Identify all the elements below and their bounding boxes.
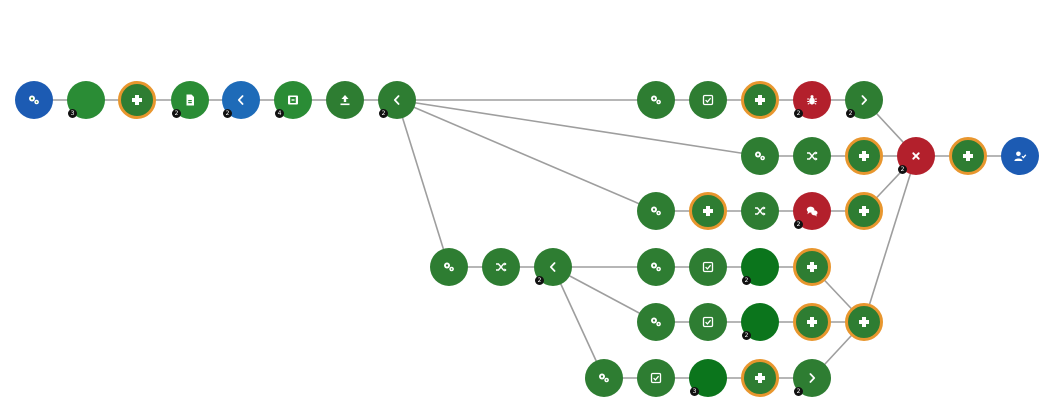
node-n31-puzzle[interactable] — [793, 248, 831, 286]
node-n14-gears[interactable] — [741, 137, 779, 175]
chat-icon — [806, 206, 818, 217]
node-n40-puzzle[interactable] — [741, 359, 779, 397]
puzzle-icon — [963, 151, 973, 161]
chevron-left-icon — [237, 95, 244, 105]
node-n06-film[interactable] — [274, 81, 312, 119]
gears-icon — [651, 262, 661, 272]
node-n17-close[interactable] — [897, 137, 935, 175]
node-n12-bug[interactable] — [793, 81, 831, 119]
node-n39-blank[interactable] — [689, 359, 727, 397]
node-n09-gears[interactable] — [637, 81, 675, 119]
node-n23-chat[interactable] — [793, 192, 831, 230]
edge-n08-n25 — [396, 99, 450, 268]
puzzle-icon — [755, 373, 765, 383]
upload-icon — [340, 95, 350, 106]
document-icon — [186, 94, 194, 106]
node-n24-puzzle[interactable] — [845, 192, 883, 230]
node-n21-puzzle[interactable] — [689, 192, 727, 230]
puzzle-icon — [859, 151, 869, 161]
gears-icon — [444, 262, 454, 272]
chevron-left-icon — [549, 262, 556, 272]
node-n34-blank[interactable] — [741, 303, 779, 341]
chevron-left-icon — [393, 95, 400, 105]
node-n28-gears[interactable] — [637, 248, 675, 286]
node-n16-puzzle[interactable] — [845, 137, 883, 175]
chevron-right-icon — [809, 373, 816, 383]
node-n26-shuffle[interactable] — [482, 248, 520, 286]
puzzle-icon — [755, 95, 765, 105]
node-n03-puzzle[interactable] — [118, 81, 156, 119]
node-n04-document[interactable] — [171, 81, 209, 119]
node-n07-upload[interactable] — [326, 81, 364, 119]
puzzle-icon — [859, 206, 869, 216]
node-n37-gears[interactable] — [585, 359, 623, 397]
edge-n08-n14 — [396, 99, 761, 157]
node-n05-chevron-left[interactable] — [222, 81, 260, 119]
puzzle-icon — [703, 206, 713, 216]
node-n18-puzzle[interactable] — [949, 137, 987, 175]
checkbox-icon — [650, 372, 662, 384]
shuffle-icon — [496, 262, 507, 272]
puzzle-icon — [132, 95, 142, 105]
gears-icon — [29, 95, 39, 105]
node-n01-gears[interactable] — [15, 81, 53, 119]
node-n38-checkbox[interactable] — [637, 359, 675, 397]
puzzle-icon — [859, 317, 869, 327]
node-n02-blank[interactable] — [67, 81, 105, 119]
shuffle-icon — [755, 206, 766, 216]
puzzle-icon — [807, 317, 817, 327]
node-n27-chevron-left[interactable] — [534, 248, 572, 286]
node-n15-shuffle[interactable] — [793, 137, 831, 175]
puzzle-icon — [807, 262, 817, 272]
checkbox-icon — [702, 261, 714, 273]
film-icon — [288, 95, 298, 105]
user-check-icon — [1014, 151, 1027, 161]
node-n29-checkbox[interactable] — [689, 248, 727, 286]
shuffle-icon — [807, 151, 818, 161]
checkbox-icon — [702, 316, 714, 328]
gears-icon — [651, 95, 661, 105]
node-n32-gears[interactable] — [637, 303, 675, 341]
bug-icon — [807, 95, 817, 105]
gears-icon — [755, 151, 765, 161]
node-n33-checkbox[interactable] — [689, 303, 727, 341]
node-n10-checkbox[interactable] — [689, 81, 727, 119]
gears-icon — [651, 206, 661, 216]
node-n20-gears[interactable] — [637, 192, 675, 230]
edge-n36-n17 — [863, 155, 917, 323]
gears-icon — [599, 373, 609, 383]
chevron-right-icon — [861, 95, 868, 105]
edge-n27-n37 — [552, 266, 605, 379]
node-n30-blank[interactable] — [741, 248, 779, 286]
node-n35-puzzle[interactable] — [793, 303, 831, 341]
node-n19-user-check[interactable] — [1001, 137, 1039, 175]
node-n36-puzzle[interactable] — [845, 303, 883, 341]
gears-icon — [651, 317, 661, 327]
edge-n08-n20 — [396, 99, 657, 212]
node-n11-puzzle[interactable] — [741, 81, 779, 119]
close-icon — [912, 152, 920, 160]
node-n41-chevron-right[interactable] — [793, 359, 831, 397]
node-n08-chevron-left[interactable] — [378, 81, 416, 119]
node-n25-gears[interactable] — [430, 248, 468, 286]
node-n22-shuffle[interactable] — [741, 192, 779, 230]
node-n13-chevron-right[interactable] — [845, 81, 883, 119]
checkbox-icon — [702, 94, 714, 106]
